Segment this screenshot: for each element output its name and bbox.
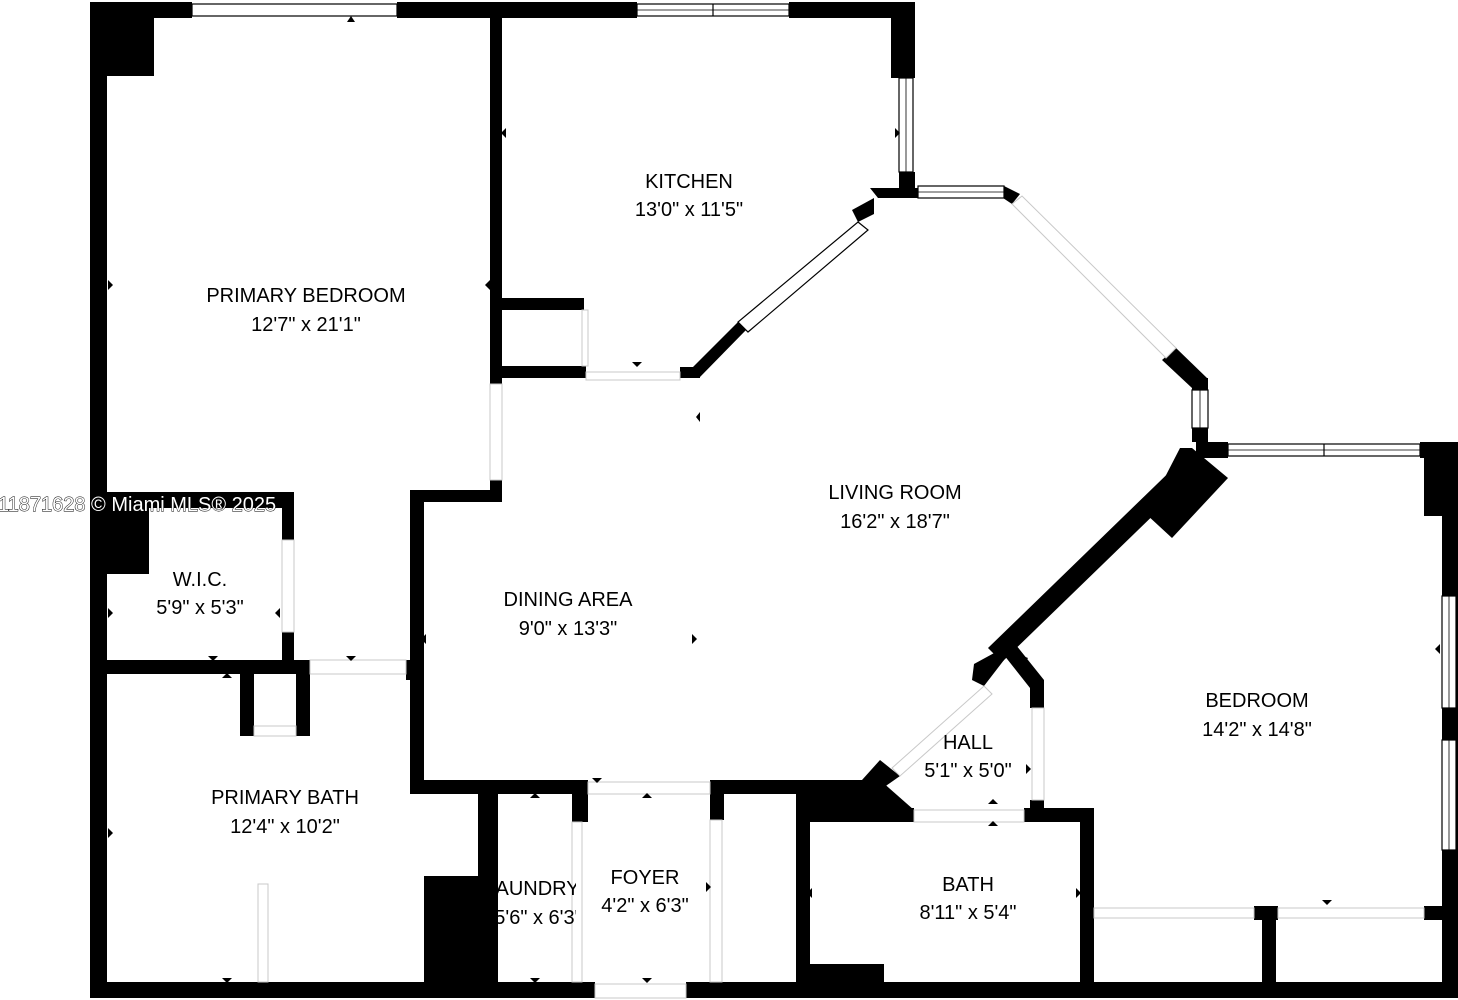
room-dimensions: 12'7" x 21'1" <box>251 314 361 336</box>
room-dimensions: 5'1" x 5'0" <box>924 760 1011 782</box>
room-dimensions: 9'0" x 13'3" <box>519 618 618 640</box>
room-dimensions: 5'6" x 6'3" <box>494 907 581 929</box>
room-dimensions: 13'0" x 11'5" <box>635 199 743 221</box>
room-name: LIVING ROOM <box>828 482 961 504</box>
walls <box>90 2 1458 998</box>
room-name: PRIMARY BATH <box>211 787 359 809</box>
room-laundry: LAUNDRY 5'6" x 6'3" <box>484 878 581 929</box>
room-kitchen: KITCHEN 13'0" x 11'5" <box>635 171 743 221</box>
room-name: FOYER <box>611 867 680 889</box>
room-dimensions: 16'2" x 18'7" <box>840 511 950 533</box>
room-bedroom: BEDROOM 14'2" x 14'8" <box>1202 690 1312 741</box>
room-name: BATH <box>942 874 994 896</box>
room-name: HALL <box>943 732 993 754</box>
windows <box>191 3 1457 851</box>
room-dimensions: 14'2" x 14'8" <box>1202 719 1312 741</box>
interior-walls <box>90 2 1458 998</box>
room-name: BEDROOM <box>1205 690 1308 712</box>
room-dimensions: 5'9" x 5'3" <box>156 597 243 619</box>
room-primary-bath: PRIMARY BATH 12'4" x 10'2" <box>211 787 359 838</box>
room-dimensions: 8'11" x 5'4" <box>919 902 1016 924</box>
room-name: DINING AREA <box>504 589 634 611</box>
room-dining-area: DINING AREA 9'0" x 13'3" <box>504 589 634 640</box>
mls-watermark: 11871628 © Miami MLS® 2025 <box>0 494 276 516</box>
room-hall: HALL 5'1" x 5'0" <box>924 732 1011 782</box>
room-name: KITCHEN <box>645 171 733 193</box>
door-openings <box>253 309 1425 999</box>
room-bath: BATH 8'11" x 5'4" <box>919 874 1016 924</box>
room-primary-bedroom: PRIMARY BEDROOM 12'7" x 21'1" <box>206 285 405 336</box>
room-dimensions: 12'4" x 10'2" <box>230 816 340 838</box>
room-name: W.I.C. <box>173 569 227 591</box>
room-dimensions: 4'2" x 6'3" <box>601 895 688 917</box>
room-name: LAUNDRY <box>484 878 579 900</box>
dimension-markers <box>108 16 1440 983</box>
room-name: PRIMARY BEDROOM <box>206 285 405 307</box>
room-foyer: FOYER 4'2" x 6'3" <box>601 867 688 917</box>
room-living-room: LIVING ROOM 16'2" x 18'7" <box>828 482 961 533</box>
room-wic: W.I.C. 5'9" x 5'3" <box>156 569 243 619</box>
